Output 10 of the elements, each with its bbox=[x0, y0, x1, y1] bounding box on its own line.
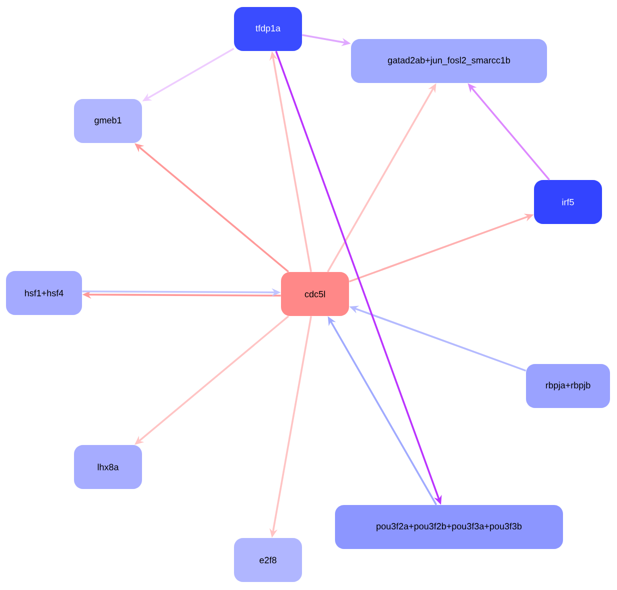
gene-box: tfdp1a bbox=[234, 7, 302, 51]
gene-box: irf5 bbox=[534, 180, 602, 224]
gene-box: hsf1+hsf4 bbox=[6, 271, 82, 315]
gene-box: gmeb1 bbox=[74, 99, 142, 143]
gene-box: gatad2ab+jun_fosl2_smarcc1b bbox=[351, 39, 547, 83]
gene-box: rbpja+rbpjb bbox=[526, 364, 610, 408]
gene-box: cdc5l bbox=[281, 272, 349, 316]
gene-box: lhx8a bbox=[74, 445, 142, 489]
gene-box: pou3f2a+pou3f2b+pou3f3a+pou3f3b bbox=[335, 505, 563, 549]
gene-box: e2f8 bbox=[234, 538, 302, 582]
